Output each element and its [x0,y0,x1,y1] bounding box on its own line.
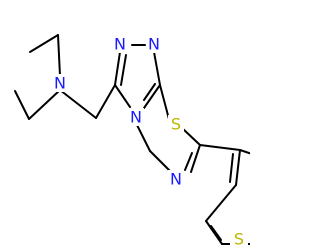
atom-label-thiadiazole-nitrogen: N [170,170,182,189]
atom-label-thiophene-sulfur: S [234,230,244,249]
atom-label-thiadiazole-sulfur: S [171,115,181,134]
bond [229,153,234,183]
bond [210,225,222,241]
bond [190,144,201,173]
bond [184,152,193,171]
bond [114,84,131,108]
bond [181,127,201,146]
bond [205,184,237,222]
bond [57,34,61,77]
bond [239,149,250,155]
atom-label-bridge-nitrogen: N [130,108,142,127]
bond [153,51,161,86]
bond [143,83,156,101]
bond [14,90,30,120]
atom-label-triazole-nitrogen-1: N [114,35,126,54]
atom-label-amine-nitrogen: N [54,74,66,93]
bond-group [14,34,250,245]
bond [29,34,59,53]
atom-label-triazole-nitrogen-2: N [148,35,160,54]
bond [235,149,241,186]
bond [95,84,116,119]
bond [199,144,241,151]
molecule-structure: N N N N N S S [14,34,250,249]
bond [28,89,61,120]
molecule-canvas: N N N N N S S [14,34,250,249]
bond [59,89,97,119]
atom-label-group: N N N N N S S [52,35,248,249]
bond [143,84,161,109]
bond [136,124,151,152]
bond [120,54,127,86]
bond [205,220,223,245]
bond [114,51,121,86]
